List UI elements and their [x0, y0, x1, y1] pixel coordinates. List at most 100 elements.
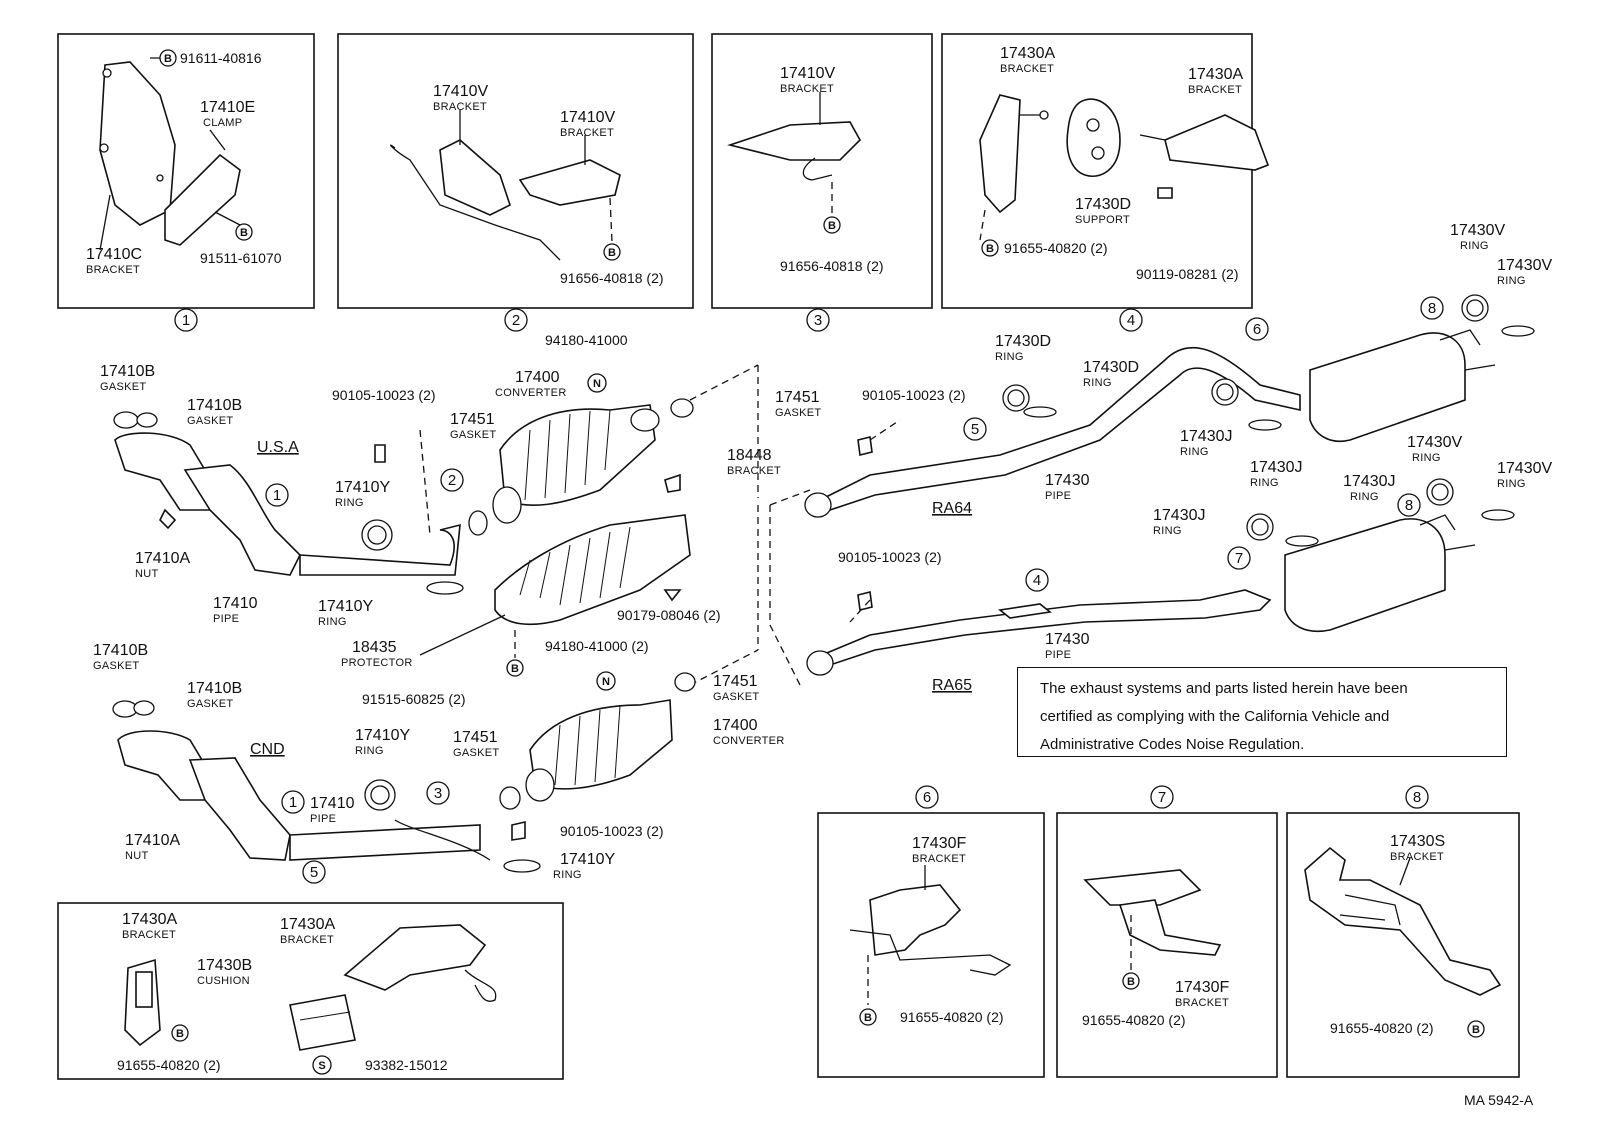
svg-text:BRACKET: BRACKET [560, 127, 614, 139]
part-number-17410V-box3: 17410V [780, 65, 835, 82]
pipe-callout-5-ra64: 5 [963, 417, 987, 441]
svg-text:2: 2 [448, 472, 456, 489]
svg-text:B: B [176, 1028, 184, 1040]
svg-text:NUT: NUT [125, 850, 149, 862]
svg-text:RING: RING [318, 616, 347, 628]
svg-text:4: 4 [1033, 572, 1041, 589]
svg-text:B: B [240, 227, 248, 239]
note-line-1: The exhaust systems and parts listed her… [1040, 680, 1408, 697]
svg-text:BRACKET: BRACKET [780, 83, 834, 95]
part-number-17410V-2: 17410V [560, 109, 615, 126]
svg-text:17430V: 17430V [1407, 434, 1462, 451]
svg-text:17430V: 17430V [1450, 222, 1505, 239]
b-bolt-icon: B [159, 49, 177, 67]
note-line-3: Administrative Codes Noise Regulation. [1040, 736, 1305, 753]
b-bolt-icon: B [506, 659, 524, 677]
svg-text:17451: 17451 [775, 389, 820, 406]
svg-text:SUPPORT: SUPPORT [1075, 214, 1130, 226]
svg-text:PIPE: PIPE [310, 813, 336, 825]
svg-text:91655-40820 (2): 91655-40820 (2) [117, 1057, 221, 1073]
svg-text:17430A: 17430A [280, 916, 335, 933]
svg-text:RING: RING [1153, 525, 1182, 537]
usa-label: U.S.A [257, 439, 299, 456]
svg-text:PIPE: PIPE [1045, 490, 1071, 502]
svg-text:2: 2 [512, 312, 520, 329]
box-1: B B 91611-40816 17410E CLAMP 17410C BRAC… [57, 33, 315, 309]
svg-text:B: B [608, 247, 616, 259]
svg-text:5: 5 [310, 864, 318, 881]
svg-text:B: B [164, 53, 172, 65]
part-number-91655-40820: 91655-40820 (2) [1004, 240, 1108, 256]
svg-text:17430J: 17430J [1153, 507, 1206, 524]
b-bolt-icon: B [171, 1024, 189, 1042]
svg-text:BRACKET: BRACKET [280, 934, 334, 946]
svg-text:17410B: 17410B [100, 363, 155, 380]
svg-text:17430B: 17430B [197, 957, 252, 974]
pipe-callout-4: 4 [1025, 568, 1049, 592]
part-number-17410V: 17410V [433, 83, 488, 100]
svg-text:GASKET: GASKET [713, 691, 759, 703]
svg-text:8: 8 [1413, 789, 1421, 806]
svg-text:90105-10023 (2): 90105-10023 (2) [332, 387, 436, 403]
svg-text:CLAMP: CLAMP [203, 117, 242, 129]
part-number-91611-40816: 91611-40816 [180, 50, 262, 66]
svg-text:BRACKET: BRACKET [727, 465, 781, 477]
svg-text:91655-40820 (2): 91655-40820 (2) [1330, 1020, 1434, 1036]
s-screw-icon: S [312, 1055, 332, 1075]
svg-text:91655-40820 (2): 91655-40820 (2) [1082, 1012, 1186, 1028]
svg-text:1: 1 [273, 487, 281, 504]
svg-text:RING: RING [355, 745, 384, 757]
svg-text:BRACKET: BRACKET [1390, 851, 1444, 863]
svg-text:17410B: 17410B [187, 680, 242, 697]
pipe-callout-3: 3 [426, 781, 450, 805]
svg-text:6: 6 [1253, 321, 1261, 338]
svg-text:BRACKET: BRACKET [86, 264, 140, 276]
svg-text:6: 6 [923, 789, 931, 806]
pipe-callout-1: 1 [265, 483, 289, 507]
svg-text:RING: RING [553, 869, 582, 881]
svg-text:3: 3 [814, 312, 822, 329]
svg-text:RING: RING [995, 351, 1024, 363]
svg-text:RING: RING [1250, 477, 1279, 489]
certification-note: The exhaust systems and parts listed her… [1017, 667, 1507, 757]
box-3: B 17410V BRACKET 91656-40818 (2) [711, 33, 933, 309]
svg-text:17451: 17451 [453, 729, 498, 746]
svg-text:17430V: 17430V [1497, 257, 1552, 274]
svg-text:RING: RING [335, 497, 364, 509]
svg-text:BRACKET: BRACKET [1000, 63, 1054, 75]
pipe-callout-6: 6 [1245, 317, 1269, 341]
svg-text:GASKET: GASKET [93, 660, 139, 672]
svg-text:90105-10023 (2): 90105-10023 (2) [862, 387, 966, 403]
part-number-91511-61070: 91511-61070 [200, 250, 282, 266]
diagram-code: MA 5942-A [1464, 1092, 1534, 1108]
svg-text:91655-40820 (2): 91655-40820 (2) [900, 1009, 1004, 1025]
svg-text:90105-10023 (2): 90105-10023 (2) [560, 823, 664, 839]
b-bolt-icon: B [981, 239, 999, 257]
n-nut-icon: N [587, 373, 607, 393]
svg-text:1: 1 [182, 312, 190, 329]
svg-text:BRACKET: BRACKET [122, 929, 176, 941]
svg-text:BRACKET: BRACKET [1188, 84, 1242, 96]
svg-text:17430F: 17430F [1175, 979, 1229, 996]
svg-text:17400: 17400 [713, 717, 758, 734]
box-3-number-badge: 3 [806, 308, 830, 332]
svg-text:4: 4 [1127, 312, 1135, 329]
svg-text:B: B [864, 1012, 872, 1024]
box-7-number-badge: 7 [1150, 785, 1174, 809]
svg-text:17410Y: 17410Y [355, 727, 410, 744]
svg-text:17410Y: 17410Y [560, 851, 615, 868]
svg-text:94180-41000: 94180-41000 [545, 332, 628, 348]
n-nut-icon: N [596, 671, 616, 691]
svg-text:91515-60825 (2): 91515-60825 (2) [362, 691, 466, 707]
svg-text:PROTECTOR: PROTECTOR [341, 657, 413, 669]
svg-text:BRACKET: BRACKET [1175, 997, 1229, 1009]
svg-text:17410: 17410 [310, 795, 355, 812]
svg-text:17410A: 17410A [135, 550, 190, 567]
ra64-label: RA64 [932, 500, 972, 517]
svg-text:B: B [511, 663, 519, 675]
